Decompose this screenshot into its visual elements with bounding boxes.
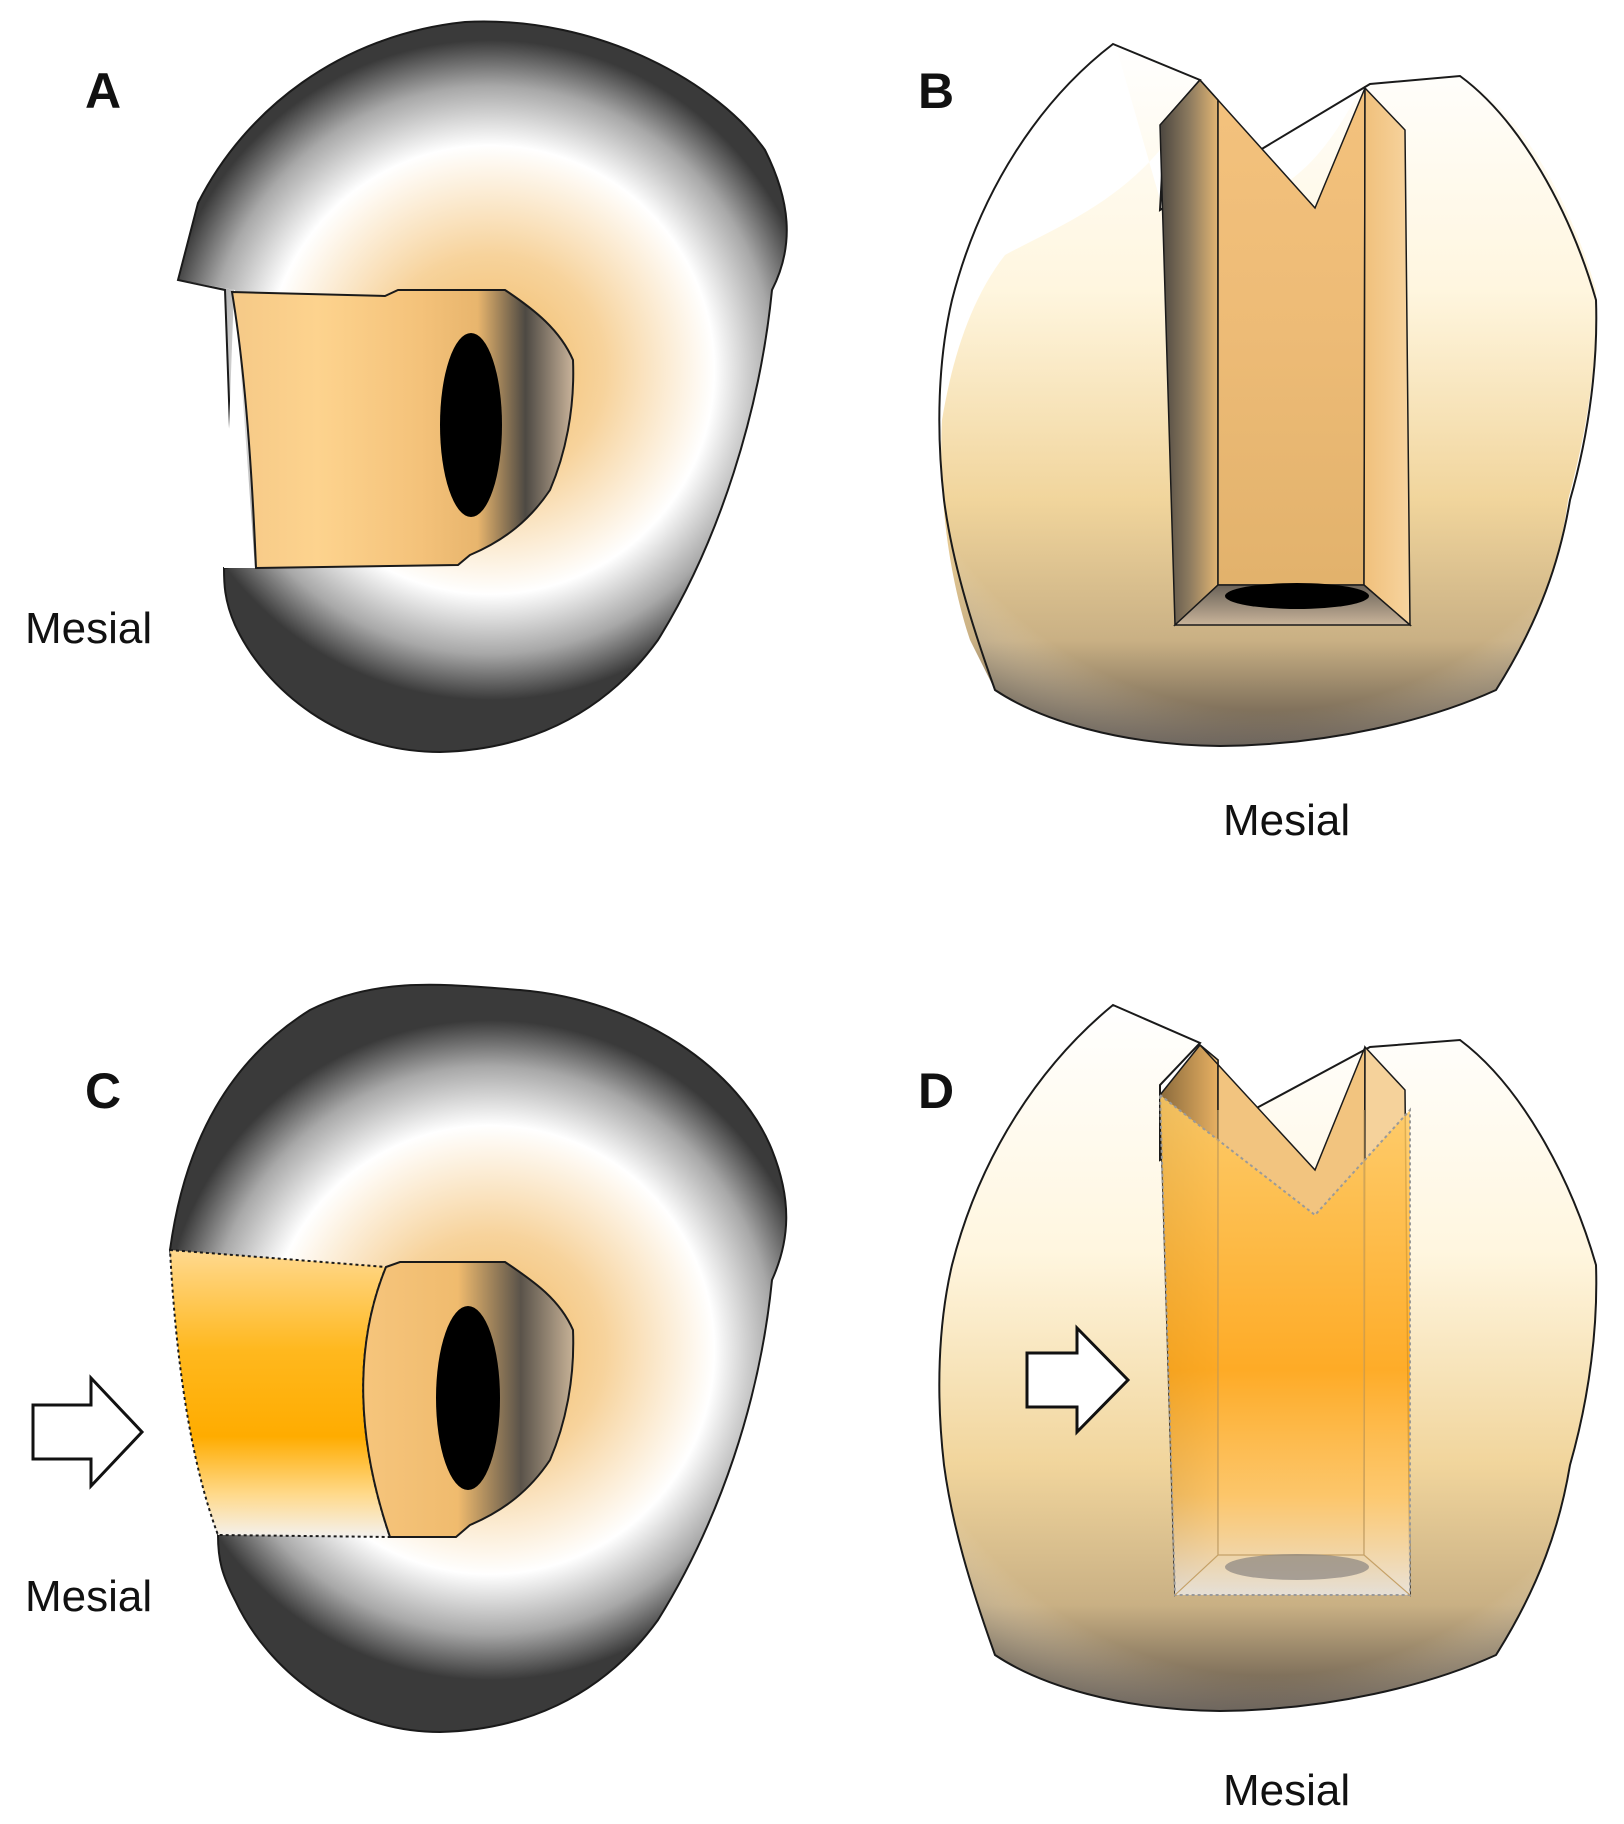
panel-d-letter: D <box>918 1063 954 1119</box>
panel-d-pulp-opening <box>1225 1554 1369 1580</box>
panel-d-mesial-label: Mesial <box>1223 1766 1350 1815</box>
panel-a-mesial-label: Mesial <box>25 604 152 653</box>
panel-b-letter: B <box>918 63 954 119</box>
panel-c-letter: C <box>85 1063 121 1119</box>
panel-b-slot-right-wall <box>1363 86 1411 627</box>
panel-c-pulp-opening <box>436 1306 500 1490</box>
panel-d-mesial-arrow-icon <box>1025 1324 1131 1436</box>
panel-d: D Mesial <box>918 1003 1598 1815</box>
panel-c: C Mesial <box>25 983 788 1734</box>
panel-a-pulp-opening <box>440 333 502 517</box>
panel-d-restoration <box>1158 1092 1411 1596</box>
panel-b: B Mesial <box>918 42 1598 845</box>
panel-a-letter: A <box>85 63 121 119</box>
panel-a: A Mesial <box>25 20 788 754</box>
panel-a-cavity-notch <box>178 280 255 568</box>
panel-c-mesial-label: Mesial <box>25 1572 152 1621</box>
panel-b-pulp-opening <box>1225 583 1369 609</box>
panel-b-mesial-label: Mesial <box>1223 796 1350 845</box>
panel-c-mesial-arrow-icon <box>31 1374 145 1490</box>
panel-c-restoration <box>168 1248 392 1539</box>
